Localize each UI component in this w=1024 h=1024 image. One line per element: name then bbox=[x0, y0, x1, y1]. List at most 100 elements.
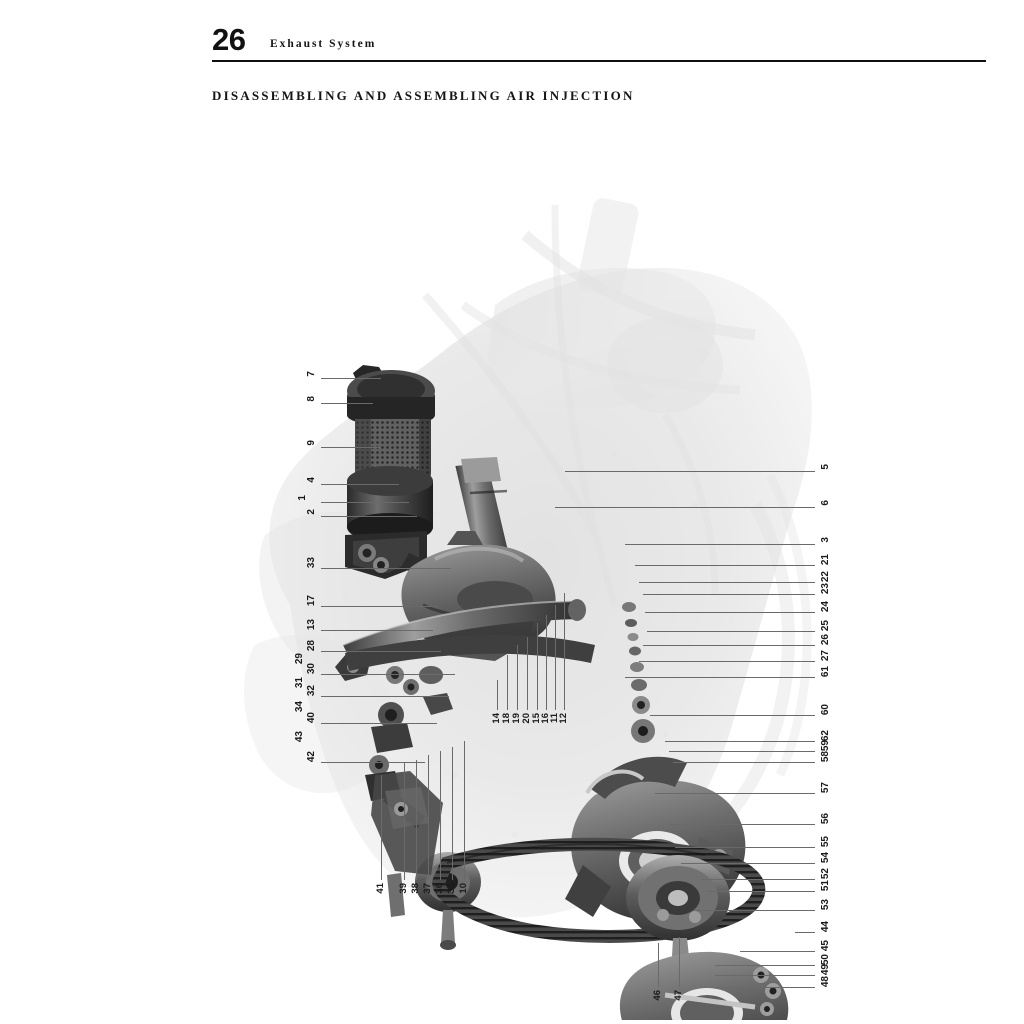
leader-37 bbox=[428, 755, 429, 880]
callout-13: 13 bbox=[306, 619, 317, 631]
callout-49: 49 bbox=[820, 964, 831, 976]
leader-58 bbox=[673, 762, 815, 763]
callout-6: 6 bbox=[820, 500, 831, 506]
callout-3: 3 bbox=[820, 537, 831, 543]
leader-28 bbox=[321, 651, 441, 652]
leader-1 bbox=[321, 502, 409, 503]
leader-3 bbox=[625, 544, 815, 545]
leader-4 bbox=[321, 484, 399, 485]
callout-2: 2 bbox=[306, 509, 317, 515]
leader-23 bbox=[643, 594, 815, 595]
callout-56: 56 bbox=[820, 813, 831, 825]
callout-4: 4 bbox=[306, 477, 317, 483]
callout-22: 22 bbox=[820, 571, 831, 583]
leader-12 bbox=[564, 593, 565, 710]
callout-27: 27 bbox=[820, 650, 831, 662]
chapter-title: Exhaust System bbox=[270, 38, 377, 50]
leader-26 bbox=[643, 645, 815, 646]
leader-22 bbox=[639, 582, 815, 583]
leader-6 bbox=[555, 507, 815, 508]
leader-51 bbox=[707, 891, 815, 892]
callout-59: 59 bbox=[820, 740, 831, 752]
callout-55: 55 bbox=[820, 836, 831, 848]
leader-45 bbox=[740, 951, 815, 952]
leader-50 bbox=[715, 965, 815, 966]
drive-pulley bbox=[626, 855, 730, 981]
leader-16 bbox=[546, 615, 547, 710]
callout-41: 41 bbox=[375, 883, 386, 894]
callout-35: 35 bbox=[446, 883, 457, 894]
callout-45: 45 bbox=[820, 940, 831, 952]
leader-48 bbox=[715, 987, 815, 988]
leader-47 bbox=[679, 937, 680, 987]
callout-layer: 7 8 9 4 1 2 33 17 13 28 29 30 31 32 34 bbox=[195, 175, 835, 1020]
leader-14 bbox=[497, 680, 498, 710]
leader-18 bbox=[507, 655, 508, 710]
callout-8: 8 bbox=[306, 396, 317, 402]
leader-9 bbox=[321, 447, 381, 448]
leader-38 bbox=[416, 760, 417, 880]
callout-7: 7 bbox=[306, 371, 317, 377]
callout-61: 61 bbox=[820, 666, 831, 678]
leader-32 bbox=[321, 696, 449, 697]
callout-44: 44 bbox=[820, 921, 831, 933]
drive-belt bbox=[432, 837, 766, 943]
leader-39 bbox=[404, 763, 405, 880]
leader-57 bbox=[655, 793, 815, 794]
leader-21 bbox=[635, 565, 815, 566]
callout-29: 29 bbox=[294, 653, 305, 665]
leader-41 bbox=[381, 775, 382, 880]
adjusting-bracket bbox=[345, 634, 595, 671]
leader-25 bbox=[647, 631, 815, 632]
callout-9: 9 bbox=[306, 440, 317, 446]
leader-27 bbox=[639, 661, 815, 662]
leader-53 bbox=[695, 910, 815, 911]
callout-52: 52 bbox=[820, 868, 831, 880]
callout-37: 37 bbox=[422, 883, 433, 894]
leader-49 bbox=[715, 975, 815, 976]
leader-5 bbox=[565, 471, 815, 472]
leader-11 bbox=[555, 605, 556, 710]
leader-30 bbox=[321, 674, 455, 675]
leader-40 bbox=[321, 723, 437, 724]
callout-25: 25 bbox=[820, 620, 831, 632]
callout-60: 60 bbox=[820, 704, 831, 716]
leader-24 bbox=[645, 612, 815, 613]
callout-30: 30 bbox=[306, 663, 317, 675]
leader-17 bbox=[321, 606, 439, 607]
callout-34: 34 bbox=[294, 701, 305, 713]
leader-20 bbox=[527, 637, 528, 710]
leader-8 bbox=[321, 403, 373, 404]
header-rule bbox=[212, 60, 986, 62]
callout-17: 17 bbox=[306, 595, 317, 607]
leader-62 bbox=[665, 741, 815, 742]
leader-59 bbox=[669, 751, 815, 752]
callout-1: 1 bbox=[297, 495, 308, 501]
callout-58: 58 bbox=[820, 751, 831, 763]
leader-36 bbox=[440, 751, 441, 880]
callout-21: 21 bbox=[820, 554, 831, 566]
leader-46 bbox=[658, 943, 659, 987]
callout-38: 38 bbox=[410, 883, 421, 894]
leader-55 bbox=[675, 847, 815, 848]
callout-42: 42 bbox=[306, 751, 317, 763]
page-header: 26 Exhaust System bbox=[212, 22, 852, 66]
leader-56 bbox=[669, 824, 815, 825]
leader-42 bbox=[321, 762, 425, 763]
callout-10: 10 bbox=[458, 883, 469, 894]
callout-24: 24 bbox=[820, 601, 831, 613]
figure-air-injection: 7 8 9 4 1 2 33 17 13 28 29 30 31 32 34 bbox=[195, 175, 835, 1020]
callout-26: 26 bbox=[820, 634, 831, 646]
callout-39: 39 bbox=[398, 883, 409, 894]
callout-47: 47 bbox=[673, 990, 684, 1001]
callout-36: 36 bbox=[434, 883, 445, 894]
callout-5: 5 bbox=[820, 464, 831, 470]
lower-brackets bbox=[371, 771, 443, 917]
leader-19 bbox=[517, 645, 518, 710]
callout-23: 23 bbox=[820, 583, 831, 595]
page-number: 26 bbox=[212, 22, 246, 57]
callout-43: 43 bbox=[294, 731, 305, 743]
callout-31: 31 bbox=[294, 677, 305, 689]
leader-52 bbox=[701, 879, 815, 880]
